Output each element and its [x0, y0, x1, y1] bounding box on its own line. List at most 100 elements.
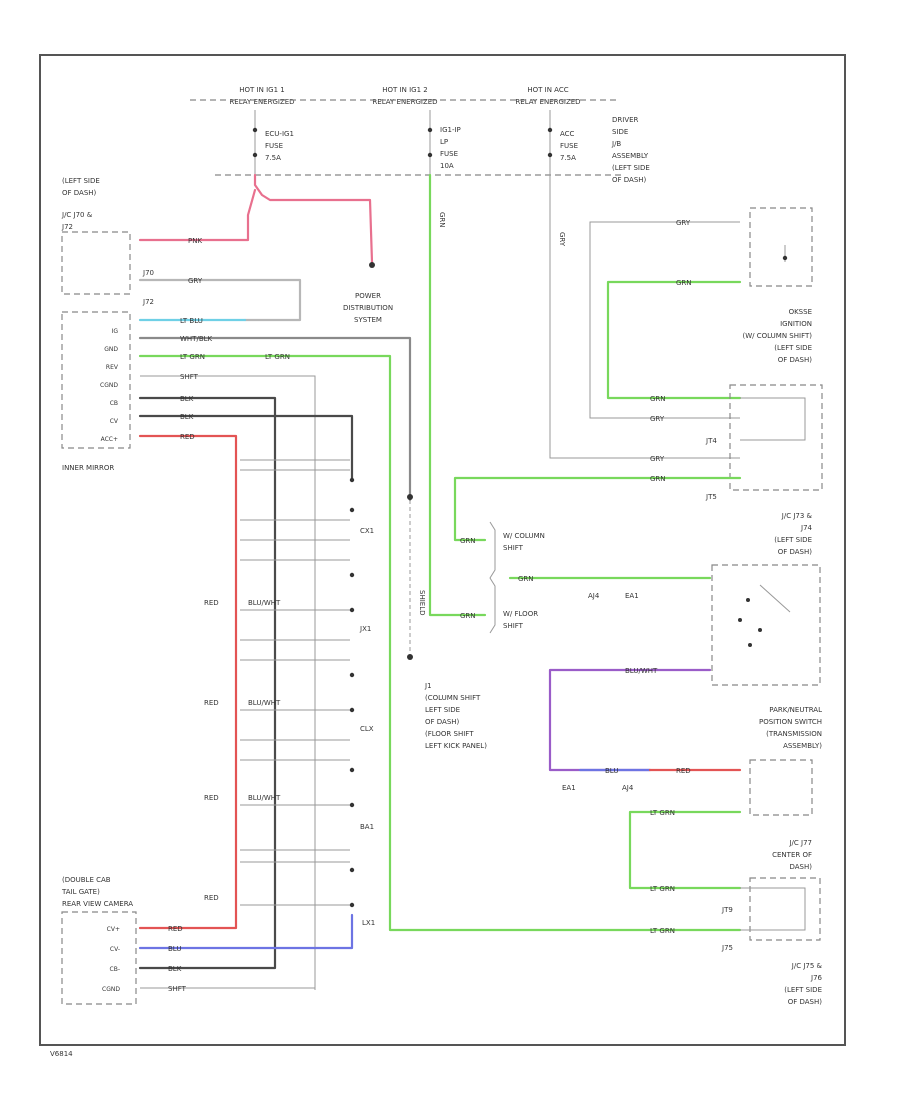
blk-label-2: BLK	[180, 413, 194, 421]
svg-text:W/ COLUMN: W/ COLUMN	[503, 532, 545, 540]
fuse-acc: ACC FUSE 7.5A	[547, 110, 578, 175]
red-label-3: RED	[204, 699, 219, 707]
fuse-ig1-ip: IG1-IP LP FUSE 10A	[427, 110, 461, 175]
ltblu-label: LT BLU	[180, 317, 203, 325]
power-distribution-node	[369, 262, 375, 268]
ltgrn-label-5: LT GRN	[650, 927, 675, 935]
svg-text:TAIL GATE): TAIL GATE)	[61, 888, 100, 896]
column-shift-label: W/ COLUMN SHIFT	[503, 532, 545, 552]
blu-wht-label-1: BLU/WHT	[248, 599, 281, 607]
jc-j77-top-box	[749, 759, 813, 816]
svg-text:ACC+: ACC+	[101, 436, 118, 443]
svg-text:CGND: CGND	[100, 382, 118, 389]
pink-wire-power-distribution	[253, 173, 374, 264]
shift-label-1: SHFT	[180, 373, 199, 381]
svg-text:PARK/NEUTRAL: PARK/NEUTRAL	[769, 706, 822, 714]
gry-label-2: GRY	[676, 219, 691, 227]
svg-text:J76: J76	[810, 974, 823, 982]
svg-text:CENTER OF: CENTER OF	[772, 851, 812, 859]
connector-jx1: JX1	[359, 625, 371, 633]
svg-text:ACC: ACC	[560, 130, 575, 138]
j74-internal	[740, 397, 806, 441]
blk-label-3: BLK	[168, 965, 182, 973]
hot-ig1-1-sub: RELAY ENERGIZED	[229, 98, 294, 106]
pn-pin-2	[738, 618, 742, 622]
code-aj4-2: AJ4	[622, 784, 634, 792]
jt5-label: JT5	[705, 493, 717, 501]
red-label-5: RED	[204, 894, 219, 902]
code-aj4-1: AJ4	[588, 592, 600, 600]
ltgrn-label-4: LT GRN	[650, 885, 675, 893]
shift-label-2: SHFT	[168, 985, 187, 993]
red-label-4: RED	[204, 794, 219, 802]
svg-text:SHIFT: SHIFT	[503, 544, 524, 552]
red-label-6: RED	[676, 767, 691, 775]
jc-j77-label: J/C J77 CENTER OF DASH)	[772, 839, 812, 871]
driver-side-jb-label: DRIVER SIDE J/B ASSEMBLY (LEFT SIDE OF D…	[611, 116, 650, 184]
shield-top-node	[407, 494, 413, 500]
svg-text:7.5A: 7.5A	[560, 154, 576, 162]
svg-text:GND: GND	[104, 346, 118, 353]
inner-mirror-pins: IG GND REV CGND CB CV ACC+	[100, 328, 119, 443]
hot-acc-sub: RELAY ENERGIZED	[515, 98, 580, 106]
code-ea1-2: EA1	[562, 784, 576, 792]
pink-wire-to-j70	[138, 188, 257, 242]
svg-text:(TRANSMISSION: (TRANSMISSION	[766, 730, 822, 738]
shield-bottom-node	[407, 654, 413, 660]
grn-ignition-loop	[606, 280, 742, 400]
grn-label-5: GRN	[460, 612, 476, 620]
svg-text:IGNITION: IGNITION	[780, 320, 812, 328]
svg-text:W/ FLOOR: W/ FLOOR	[503, 610, 538, 618]
gry-label-4: GRY	[650, 455, 665, 463]
grn-label-2: GRN	[650, 395, 666, 403]
ignition-node	[782, 255, 788, 261]
svg-text:ASSEMBLY): ASSEMBLY)	[783, 742, 822, 750]
svg-text:J1: J1	[424, 682, 432, 690]
ltgrn-label-3: LT GRN	[650, 809, 675, 817]
hot-acc-label: HOT IN ACC	[527, 86, 568, 94]
hot-ig1-2-label: HOT IN IG1 2	[382, 86, 427, 94]
gry-wire-label-1: GRY	[188, 277, 203, 285]
jc-j75-box	[749, 877, 821, 941]
svg-text:(LEFT SIDE: (LEFT SIDE	[62, 177, 100, 185]
svg-text:DASH): DASH)	[790, 863, 813, 871]
footer-code: V6814	[50, 1050, 73, 1058]
svg-text:CGND: CGND	[102, 986, 120, 993]
diagram-frame	[39, 54, 846, 1046]
blu-label-1: BLU	[605, 767, 618, 775]
connector-clx: CLX	[360, 725, 374, 733]
gry-acc-wire	[549, 175, 740, 459]
grn-label-vertical: GRN	[438, 212, 446, 228]
svg-text:LEFT KICK PANEL): LEFT KICK PANEL)	[425, 742, 487, 750]
gray-jumper-j70-j72	[138, 278, 302, 322]
svg-text:7.5A: 7.5A	[265, 154, 281, 162]
svg-text:FUSE: FUSE	[265, 142, 283, 150]
red-label-1: RED	[180, 433, 195, 441]
j75-label: J75	[721, 944, 733, 952]
svg-text:(LEFT SIDE: (LEFT SIDE	[774, 536, 812, 544]
inner-mirror-box	[61, 311, 131, 449]
gry-label-vertical: GRY	[558, 232, 566, 247]
svg-text:OF DASH): OF DASH)	[62, 189, 97, 197]
svg-text:(LEFT SIDE: (LEFT SIDE	[774, 344, 812, 352]
svg-text:J/C J77: J/C J77	[788, 839, 812, 847]
hot-ig1-2-sub: RELAY ENERGIZED	[372, 98, 437, 106]
svg-text:J/B: J/B	[611, 140, 621, 148]
code-ea1-1: EA1	[625, 592, 639, 600]
svg-text:OF DASH): OF DASH)	[425, 718, 460, 726]
svg-text:(W/ COLUMN SHIFT): (W/ COLUMN SHIFT)	[743, 332, 813, 340]
gry-ignition-loop	[589, 221, 740, 419]
svg-text:10A: 10A	[440, 162, 454, 170]
harness-connector-stack	[240, 459, 355, 908]
svg-text:IG: IG	[112, 328, 119, 335]
left-jc-label: (LEFT SIDE OF DASH) J/C J70 & J72	[61, 177, 100, 231]
jc-j74-box	[729, 384, 823, 491]
svg-text:FUSE: FUSE	[560, 142, 578, 150]
hot-ig1-1-label: HOT IN IG1 1	[239, 86, 284, 94]
blu-label-2: BLU	[168, 945, 181, 953]
gry-label-3: GRY	[650, 415, 665, 423]
svg-text:SYSTEM: SYSTEM	[354, 316, 382, 324]
j75-internal	[740, 887, 806, 931]
jt4-label: JT4	[705, 437, 717, 445]
